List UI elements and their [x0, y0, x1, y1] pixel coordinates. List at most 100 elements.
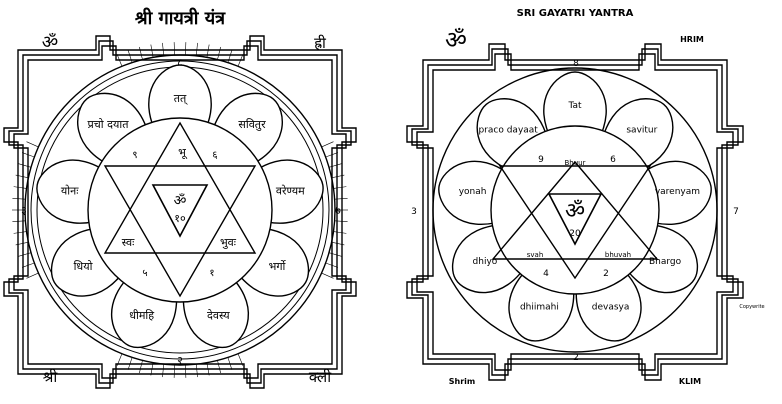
ray-line — [139, 46, 143, 60]
right-down-triangle — [498, 165, 652, 280]
left-gate-bottom: २ — [177, 354, 183, 367]
left-outer-circle — [24, 54, 336, 366]
ray-line — [22, 262, 35, 268]
right-inner-circle — [490, 125, 660, 295]
left-tri-6: ६ — [212, 150, 217, 161]
left-up-triangle — [103, 121, 257, 254]
right-svah: svah — [527, 251, 544, 259]
left-gate-top: ८ — [177, 56, 183, 69]
left-gate-right: ७ — [335, 204, 341, 217]
ray-line — [333, 231, 347, 234]
ray-line — [321, 272, 334, 279]
right-petal-label: dhiimahi — [520, 303, 559, 313]
ray-line — [328, 252, 342, 257]
left-center-triangle — [151, 184, 209, 238]
right-bhuvah: bhuvah — [605, 251, 631, 259]
right-center-number: 20 — [569, 229, 581, 239]
ray-line — [18, 163, 32, 168]
right-tri-9: 9 — [538, 155, 544, 165]
right-petal-label: dhiyo — [473, 257, 498, 267]
right-petal-label: praco dayaat — [478, 125, 538, 135]
left-bhuvah: भुवः — [220, 236, 237, 249]
frame-ring-2 — [13, 45, 347, 379]
right-gate-top: 8 — [573, 59, 579, 69]
left-center-om: ॐ — [174, 193, 187, 209]
right-gate-right: 7 — [733, 207, 739, 217]
left-bhupura-frame — [3, 35, 357, 389]
left-down-triangle — [103, 165, 257, 298]
right-copyright: Copywrite — [739, 304, 764, 310]
right-petal-label: savitur — [626, 125, 657, 135]
ray-line — [333, 186, 347, 189]
left-corner-klim: क्ली — [309, 368, 332, 386]
ray-line — [227, 357, 233, 370]
right-yantra: SRI GAYATRI YANTRA ॐ HRIM Shrim KLIM Copywrit… — [406, 8, 765, 386]
ray-line — [227, 50, 233, 63]
ray-line — [139, 360, 143, 374]
ray-line — [116, 54, 123, 67]
frame-ring-0 — [3, 35, 357, 389]
ray-line — [206, 362, 210, 376]
right-tri-2: 2 — [603, 269, 609, 279]
left-corner-shrim: श्री — [43, 368, 59, 386]
left-title: श्री गायत्री यंत्र — [135, 7, 226, 29]
ray-line — [321, 141, 334, 148]
ray-line — [150, 44, 154, 58]
right-petal-label: varenyam — [655, 187, 700, 197]
ray-line — [217, 360, 221, 374]
ray-line — [12, 197, 26, 200]
left-center-number: १० — [174, 212, 186, 225]
ray-line — [12, 220, 26, 223]
left-petal-label: प्रचो दयात — [88, 118, 130, 131]
left-petal-label: तत् — [174, 92, 189, 105]
ray-line — [331, 174, 345, 179]
left-petal-label: सवितुर — [238, 118, 266, 131]
right-outer-circle — [432, 67, 718, 353]
right-title: SRI GAYATRI YANTRA — [517, 8, 634, 19]
right-corner-klim: KLIM — [679, 377, 701, 386]
left-tri-9: ९ — [132, 150, 137, 161]
right-corner-om: ॐ — [445, 26, 467, 54]
ray-line — [15, 241, 29, 246]
ray-line — [325, 262, 338, 268]
right-up-triangle — [491, 160, 659, 260]
right-petal-label: Tat — [567, 101, 582, 111]
ray-line — [237, 54, 244, 67]
frame-ring-0 — [406, 43, 744, 381]
right-corner-shrim: Shrim — [449, 377, 475, 386]
ray-line — [127, 357, 133, 370]
ray-line — [150, 362, 154, 376]
ray-line — [162, 364, 165, 378]
ray-line — [195, 364, 198, 378]
ray-line — [22, 152, 35, 158]
left-petal-label: देवस्य — [207, 309, 230, 322]
ray-line — [325, 152, 338, 158]
left-petal-label: धीमहि — [129, 309, 154, 322]
right-center-triangle — [547, 193, 603, 246]
frame-ring-1 — [8, 40, 352, 384]
left-outer-circle-2 — [30, 60, 330, 360]
ray-line — [195, 42, 198, 56]
ray-line — [13, 231, 27, 234]
frame-ring-1 — [411, 48, 739, 376]
right-petal-label: devasya — [592, 303, 630, 313]
ray-line — [237, 353, 244, 366]
ray-line — [162, 42, 165, 56]
right-corner-hrim: HRIM — [680, 35, 704, 44]
right-bhupura-frame — [406, 43, 744, 381]
left-bhuh: भू — [178, 146, 188, 160]
right-gate-left: 3 — [411, 207, 417, 217]
right-tri-4: 4 — [543, 269, 549, 279]
ray-line — [334, 197, 348, 200]
left-petal-label: धियो — [74, 260, 93, 273]
right-petal-label: yonah — [459, 187, 487, 197]
ray-line — [127, 50, 133, 63]
left-petal-label: वरेण्यम — [276, 185, 305, 198]
frame-ring-2 — [416, 53, 734, 371]
left-inner-circle — [87, 117, 273, 303]
right-center-om: ॐ — [565, 199, 585, 224]
ray-line — [26, 141, 39, 148]
ray-line — [15, 174, 29, 179]
